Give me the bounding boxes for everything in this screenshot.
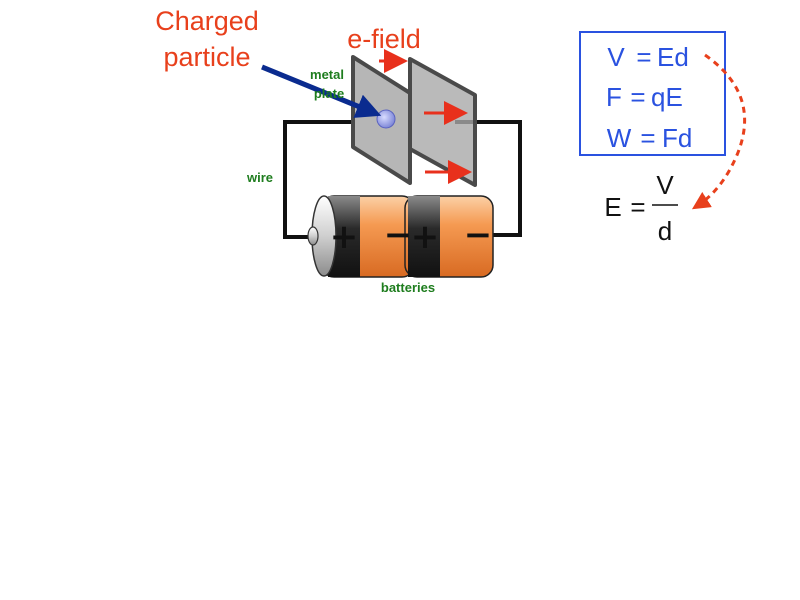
charged-particle	[376, 109, 396, 129]
batteries-label: batteries	[381, 280, 435, 295]
equation-1-lhs: V	[607, 42, 625, 72]
equation-box: V = Ed F = qE W = Fd	[579, 31, 726, 156]
e-field-arrows	[379, 49, 472, 184]
equation-3-lhs: W	[607, 123, 632, 153]
equation-box-border	[579, 31, 726, 156]
battery-sign-positive-1: +	[330, 217, 359, 257]
equation-1-rhs: Ed	[657, 42, 689, 72]
batteries: + − + −	[307, 195, 494, 278]
equation-3-rhs: Fd	[662, 123, 692, 153]
wire-label: wire	[246, 170, 273, 185]
battery-band-2	[408, 196, 440, 277]
derived-equation: E = V d	[604, 170, 678, 246]
derived-op: =	[630, 192, 645, 222]
particle-pointer-arrow	[261, 64, 382, 118]
metal-plate-label-line1: metal	[310, 67, 344, 82]
equation-1-op: =	[636, 42, 651, 72]
charged-particle-label-line1: Charged	[155, 6, 259, 36]
wire-left	[283, 120, 352, 239]
battery-sign-positive-2: +	[411, 217, 440, 257]
wire-right	[455, 120, 522, 237]
metal-plate-right	[408, 57, 477, 187]
equation-2-rhs: qE	[651, 82, 683, 112]
derived-denominator: d	[658, 216, 672, 246]
equation-3-op: =	[640, 123, 655, 153]
metal-plate-label-line2: plate	[314, 86, 344, 101]
e-field-label: e-field	[347, 24, 421, 54]
equation-2-op: =	[630, 82, 645, 112]
charged-particle-label-line2: particle	[163, 42, 250, 72]
battery-sign-negative-2: −	[464, 215, 493, 255]
battery-sign-negative-1: −	[384, 215, 413, 255]
equation-2-lhs: F	[606, 82, 622, 112]
battery-terminal	[307, 226, 319, 246]
wire-circuit	[283, 120, 522, 239]
derived-lhs: E	[604, 192, 621, 222]
derived-numerator: V	[656, 170, 674, 200]
derivation-dashed-arrow	[691, 53, 747, 210]
